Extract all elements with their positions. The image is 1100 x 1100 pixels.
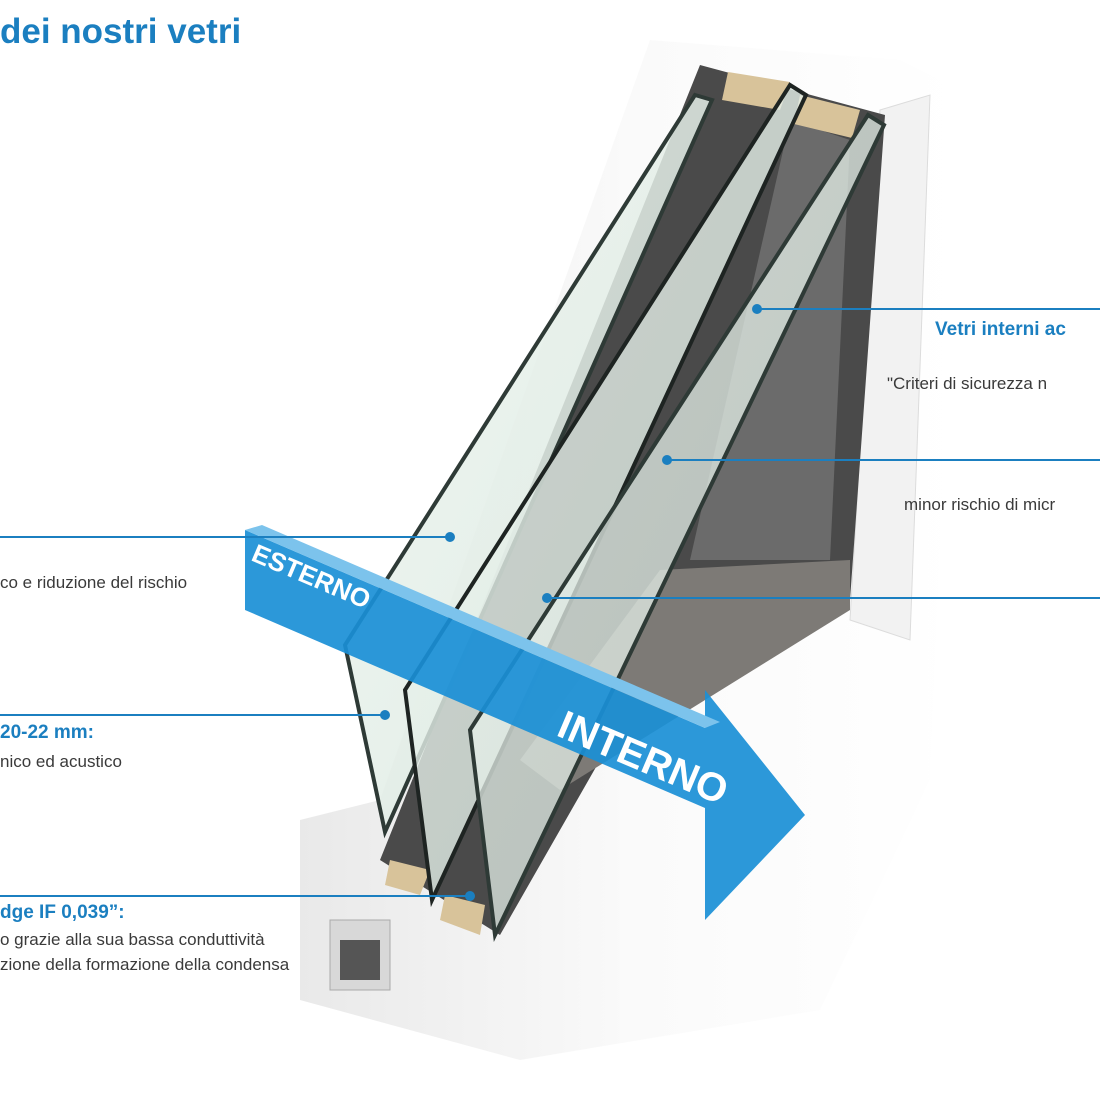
arrow-top-face xyxy=(245,525,720,728)
spacer-bottom-1 xyxy=(385,860,430,895)
page-title: dei nostri vetri xyxy=(0,12,242,51)
spacer-bottom-2 xyxy=(440,895,485,935)
spacer-top-1 xyxy=(722,72,790,110)
callout-heading: dge IF 0,039”: xyxy=(0,902,125,923)
callout-text: nico ed acustico xyxy=(0,752,122,771)
direction-arrow xyxy=(245,530,805,920)
callout-heading: Vetri interni ac xyxy=(935,319,1066,340)
callout-text: o grazie alla sua bassa conduttività xyxy=(0,930,265,949)
spacer-top-2 xyxy=(794,95,860,138)
callout-text: zione della formazione della condensa xyxy=(0,955,290,974)
profile-chamber-inner xyxy=(340,940,380,980)
callout-text: "Criteri di sicurezza n xyxy=(887,374,1048,393)
callout-text: minor rischio di micr xyxy=(904,495,1056,514)
callout-heading: 20-22 mm: xyxy=(0,722,94,743)
callout-text: co e riduzione del rischio xyxy=(0,573,188,592)
